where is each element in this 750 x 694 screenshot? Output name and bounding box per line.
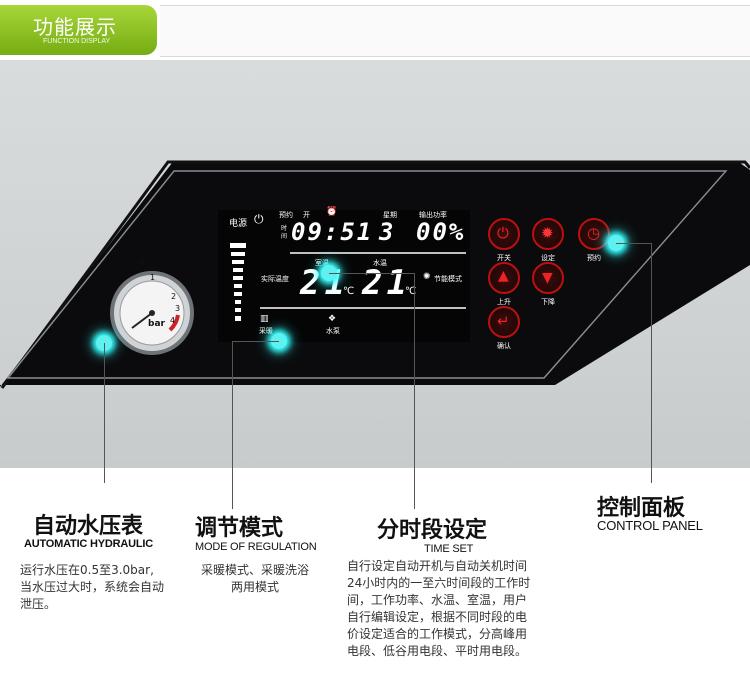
feature-time-title: 分时段设定: [377, 518, 488, 543]
gauge-tick-3: 3: [175, 304, 181, 313]
lcd-pump-label: 水泵: [326, 327, 340, 335]
lcd-output-label: 输出功率: [419, 211, 447, 219]
feature-mode-desc: 采暖模式、采暖洗浴 两用模式: [185, 562, 325, 596]
feature-time-desc: 自行设定自动开机与自动关机时间 24小时内的一至六时间段的工作时 间，工作功率、…: [347, 558, 567, 660]
lcd-time-label-1: 时: [281, 225, 288, 232]
feature-gauge-desc-line: 当水压过大时，系统会自动: [20, 580, 165, 594]
power-button-icon: ⏻: [497, 224, 509, 242]
feature-mode-subtitle: MODE OF REGULATION: [195, 541, 317, 553]
power-icon: ⏻: [254, 212, 264, 226]
lcd-power-percent: 00%: [416, 218, 466, 246]
lcd-water-temp-value: 21: [362, 263, 411, 303]
lcd-heating-label: 采暖: [259, 327, 273, 335]
enter-icon: ↵: [497, 312, 510, 330]
level-bars: [230, 243, 246, 321]
product-photo: 0 1 2 3 4 bar 电源 ⏻ 预约 开 ⏰ 星期 输出功率 时 间 09…: [0, 60, 750, 468]
appointment-button-label: 预约: [587, 254, 601, 262]
feature-time-desc-line: 电段、低谷用电段、平时用电段。: [347, 644, 528, 658]
callout-line-mode-v: [232, 341, 233, 509]
callout-dot-mode: [271, 333, 287, 349]
header-bar: [160, 5, 750, 57]
lcd-time-value: 09:51: [291, 218, 374, 246]
down-button[interactable]: ▼: [532, 262, 564, 294]
gauge-tick-1: 1: [150, 273, 156, 282]
up-button[interactable]: ▲: [488, 262, 520, 294]
lcd-eco-mode-label: 节能模式: [434, 275, 462, 283]
lcd-power-label: 电源: [229, 219, 248, 229]
control-panel-illustration: [0, 160, 750, 389]
feature-mode-title: 调节模式: [195, 516, 284, 541]
lcd-actual-temp-label: 实际温度: [261, 275, 289, 283]
feature-mode-desc-line: 采暖模式、采暖洗浴: [200, 563, 309, 577]
feature-time-desc-line: 价设定适合的工作模式，分高峰用: [347, 627, 528, 641]
up-button-label: 上升: [497, 298, 511, 306]
feature-time-desc-line: 间，工作功率、水温、室温，用户: [347, 593, 528, 607]
triangle-down-icon: ▼: [542, 270, 553, 286]
setting-button-label: 设定: [541, 254, 555, 262]
feature-mode-desc-line: 两用模式: [230, 580, 279, 594]
power-button-label: 开关: [497, 254, 511, 262]
callout-line-time-v: [414, 273, 415, 509]
power-button[interactable]: ⏻: [488, 218, 520, 250]
feature-gauge-subtitle: AUTOMATIC HYDRAULIC: [24, 538, 154, 550]
feature-time-desc-line: 自行编辑设定，根据不同时段的电: [347, 610, 528, 624]
feature-gauge-desc-line: 泄压。: [20, 597, 57, 611]
lcd-water-temp-unit: ℃: [405, 286, 417, 297]
callout-line-panel-h: [616, 243, 651, 244]
callout-line-gauge: [104, 343, 105, 483]
triangle-up-icon: ▲: [498, 268, 509, 284]
feature-time-desc-line: 自行设定自动开机与自动关机时间: [347, 559, 528, 573]
down-button-label: 下降: [541, 298, 555, 306]
section-subtitle: FUNCTION DISPLAY: [43, 38, 111, 45]
lcd-on-label: 开: [303, 211, 310, 219]
lcd-water-temp-label: 水温: [373, 259, 387, 267]
lcd-week-label: 星期: [383, 211, 397, 219]
lcd-room-temp-unit: ℃: [343, 286, 355, 297]
gauge-tick-2: 2: [171, 292, 177, 301]
feature-time-desc-line: 24小时内的一至六时间段的工作时: [347, 576, 531, 590]
confirm-button-label: 确认: [497, 342, 511, 350]
feature-panel-subtitle: CONTROL PANEL: [597, 518, 703, 533]
appointment-button[interactable]: ◷: [578, 218, 610, 250]
callout-line-time-h: [329, 273, 414, 274]
section-title: 功能展示: [33, 15, 117, 39]
lcd-time-label-2: 间: [281, 233, 288, 240]
feature-gauge-title: 自动水压表: [33, 514, 144, 539]
feature-panel-title: 控制面板: [597, 496, 686, 521]
lcd-week-value: 3: [379, 218, 396, 246]
gauge-tick-0: 0: [139, 258, 145, 267]
gauge-unit: bar: [148, 319, 165, 329]
setting-button[interactable]: ✹: [532, 218, 564, 250]
gauge-tick-4: 4: [170, 316, 176, 325]
lcd-appointment-label: 预约: [279, 211, 293, 219]
feature-time-subtitle: TIME SET: [424, 543, 474, 555]
callout-line-panel-v: [651, 243, 652, 483]
lcd-room-temp-label: 室温: [315, 259, 329, 267]
callout-line-mode-h: [232, 341, 279, 342]
feature-gauge-desc: 运行水压在0.5至3.0bar, 当水压过大时，系统会自动 泄压。: [20, 562, 200, 613]
fan-icon: ✺: [423, 272, 431, 282]
pump-icon: ❖: [328, 314, 337, 324]
setting-button-icon: ✹: [541, 224, 554, 242]
confirm-button[interactable]: ↵: [488, 306, 520, 338]
feature-gauge-desc-line: 运行水压在0.5至3.0bar,: [20, 563, 154, 577]
section-header-tab: 功能展示 FUNCTION DISPLAY: [0, 5, 157, 55]
alarm-clock-icon: ⏰: [326, 207, 338, 217]
clock-icon: ◷: [587, 224, 601, 242]
radiator-icon: ▥: [260, 314, 269, 324]
